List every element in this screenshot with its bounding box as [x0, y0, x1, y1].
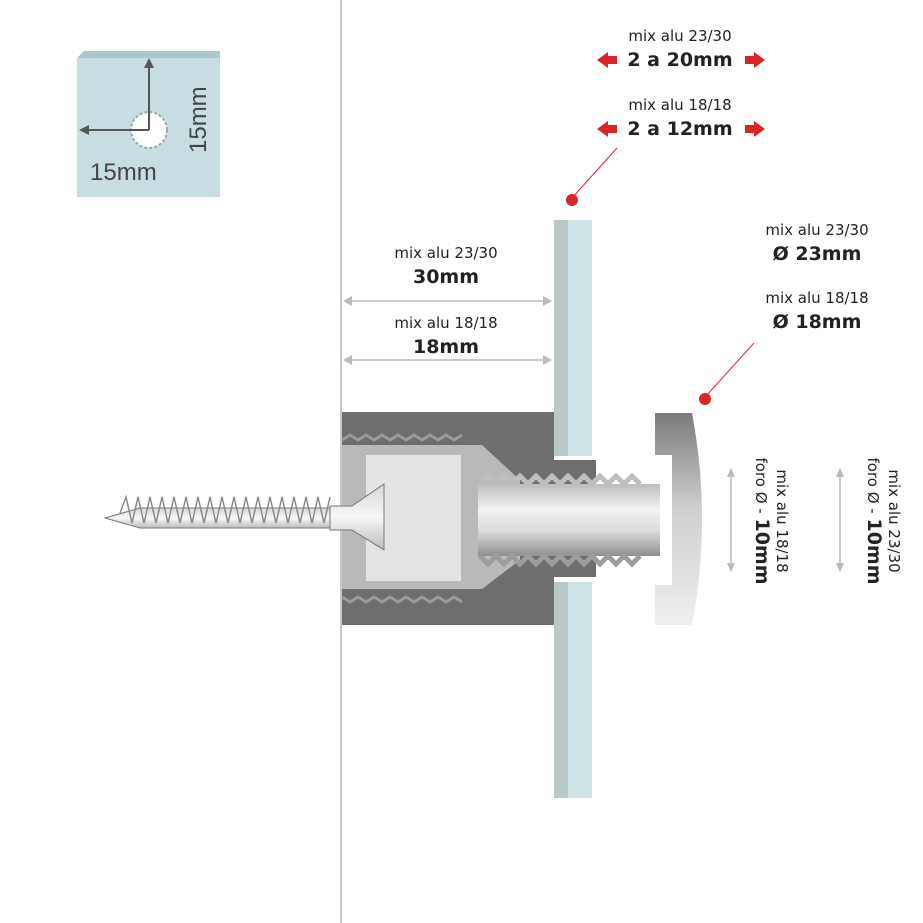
length-2330-caption: mix alu 23/30 [394, 244, 497, 262]
panel-1818-arrows [597, 121, 765, 137]
hole-height-label: 15mm [185, 86, 212, 153]
length-1818-dimension [343, 355, 552, 365]
drill-1818-dimension [727, 468, 735, 572]
panel-2330-arrows [597, 52, 765, 68]
panel-2330-value: 2 a 20mm [627, 49, 732, 71]
panel-1818-caption: mix alu 18/18 [628, 96, 731, 114]
length-1818-value: 18mm [413, 336, 479, 358]
wall-screw [103, 483, 385, 551]
drill-1818-value: 10mm [751, 518, 773, 584]
cap-pointer-line [705, 342, 755, 397]
cap-1818-caption: mix alu 18/18 [765, 289, 868, 307]
drill-2330-caption: mix alu 23/30 [885, 469, 903, 572]
drill-2330-dimension [836, 468, 844, 572]
cap-2330-value: Ø 23mm [773, 243, 862, 265]
cap-1818-value: Ø 18mm [773, 311, 862, 333]
panel-1818-value: 2 a 12mm [627, 118, 732, 140]
hole-detail-inset: 15mm 15mm [77, 51, 220, 197]
length-2330-value: 30mm [413, 266, 479, 288]
length-2330-dimension [343, 296, 552, 306]
cap-2330-caption: mix alu 23/30 [765, 221, 868, 239]
panel-2330-caption: mix alu 23/30 [628, 27, 731, 45]
drill-1818-caption: mix alu 18/18 [773, 469, 791, 572]
drill-2330-line2: foro Ø - [864, 457, 882, 518]
drill-1818-line2: foro Ø - [752, 457, 770, 518]
length-1818-caption: mix alu 18/18 [394, 314, 497, 332]
panel-marker-dot [566, 194, 578, 206]
drill-2330-value: 10mm [863, 518, 885, 584]
drill-1818-label: foro Ø - 10mm [751, 457, 773, 584]
cap-marker-dot [699, 393, 711, 405]
glass-panel [554, 220, 592, 798]
threaded-bolt [478, 472, 660, 568]
cap-head [655, 413, 702, 625]
drill-2330-label: foro Ø - 10mm [863, 457, 885, 584]
hole-width-label: 15mm [90, 159, 157, 186]
panel-pointer-line [571, 147, 618, 199]
